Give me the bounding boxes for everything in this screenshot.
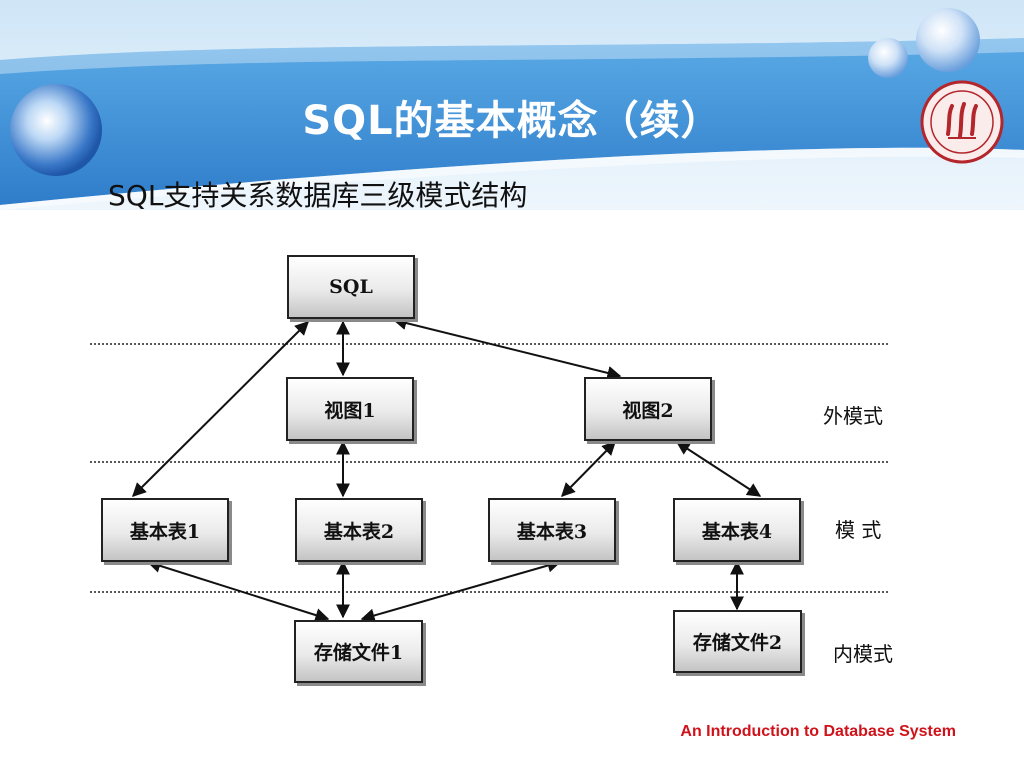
node-sql: SQL [287,255,415,319]
decorative-bubble [916,8,980,72]
decorative-bubble-small [868,38,908,78]
edge-table1-storage1 [146,559,330,622]
slide-subtitle: SQL支持关系数据库三级模式结构 [108,179,528,212]
edge-sql-view2 [392,316,622,380]
node-storage2: 存储文件2 [673,610,802,673]
node-table3: 基本表3 [488,498,616,562]
university-seal [920,80,1004,164]
node-table2: 基本表2 [295,498,423,562]
level-label-conceptual: 模 式 [835,518,882,542]
edge-view2-table3 [561,441,616,497]
level-label-internal: 内模式 [833,642,893,666]
level-label-external: 外模式 [823,404,883,428]
decorative-orb [10,84,102,176]
edge-view2-table4 [675,441,762,497]
node-table1: 基本表1 [101,498,229,562]
header-banner [0,0,1024,210]
footer-caption: An Introduction to Database System [680,723,956,740]
edge-table3-storage1 [360,558,562,623]
node-view2: 视图2 [584,377,712,441]
node-storage1: 存储文件1 [294,620,423,683]
slide-title: SQL的基本概念（续） [302,98,722,144]
node-view1: 视图1 [286,377,414,441]
edge-sql-table1 [132,321,309,497]
node-table4: 基本表4 [673,498,801,562]
